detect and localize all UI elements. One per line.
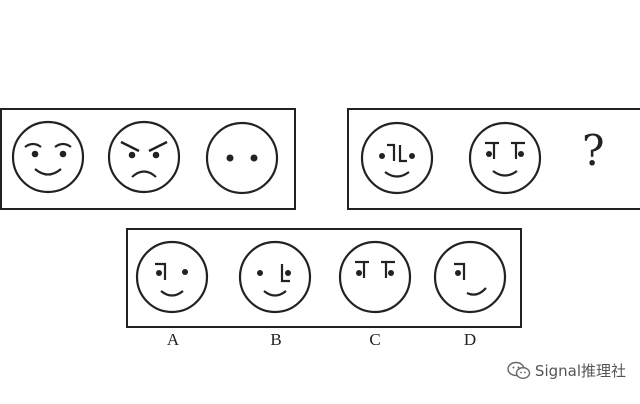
bracket-eyes-face-2-icon (468, 121, 542, 195)
question-mark: ? (582, 126, 605, 175)
option-a-face-icon[interactable] (135, 240, 209, 314)
bracket-eyes-face-1-icon (360, 121, 434, 195)
smiling-face-with-brows-icon (11, 120, 85, 194)
answer-options-panel (126, 228, 522, 328)
option-a-label: A (166, 330, 180, 349)
watermark: Signal推理社 (507, 360, 626, 381)
option-b-face-icon[interactable] (238, 240, 312, 314)
option-d-label: D (463, 330, 477, 349)
wechat-icon (507, 361, 531, 381)
option-c-label: C (369, 330, 381, 349)
watermark-text: Signal推理社 (534, 362, 626, 380)
option-b-label: B (270, 330, 282, 349)
angry-face-icon (107, 120, 181, 194)
option-c-face-icon[interactable] (338, 240, 412, 314)
option-d-face-icon[interactable] (433, 240, 507, 314)
two-dot-face-icon (205, 121, 279, 195)
